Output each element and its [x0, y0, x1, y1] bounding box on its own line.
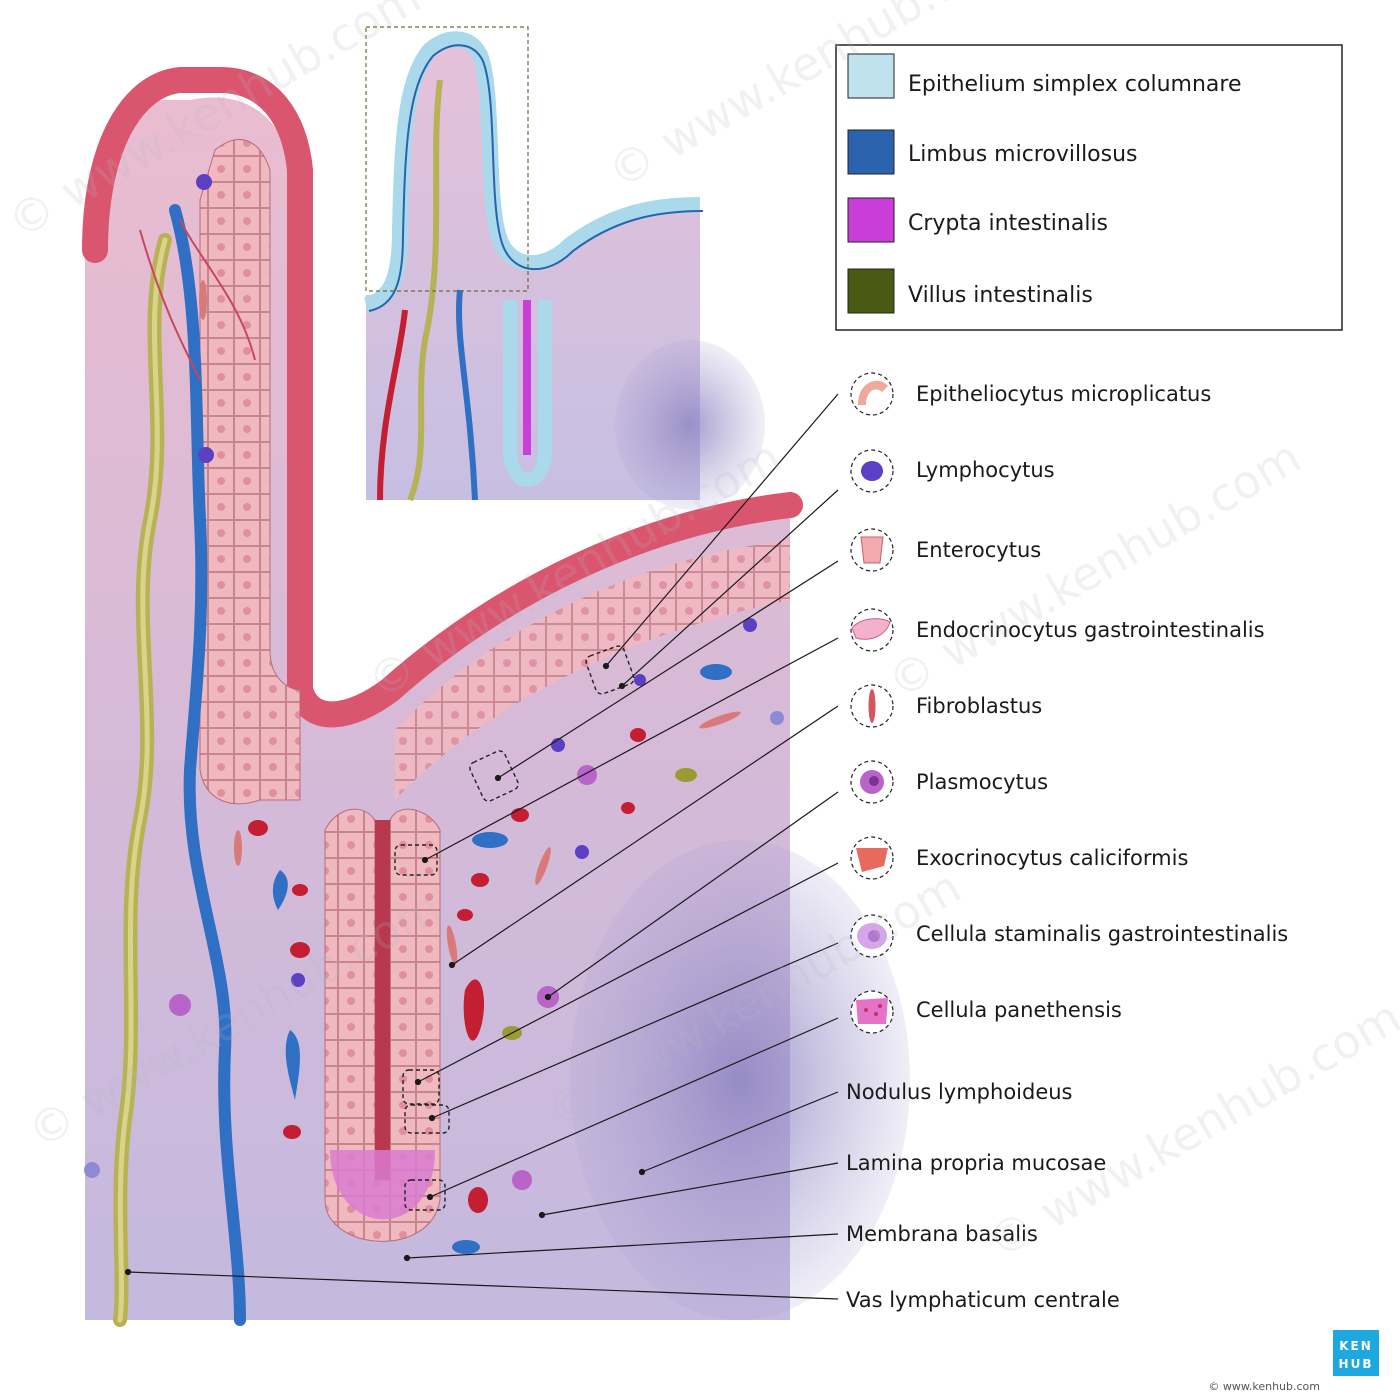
leader-line — [424, 637, 839, 861]
cell-label: Fibroblastus — [916, 694, 1042, 718]
cell-label: Cellula staminalis gastrointestinalis — [916, 922, 1288, 946]
crypt-lumen — [375, 820, 390, 1180]
legend-label: Epithelium simplex columnare — [908, 72, 1241, 97]
inset-epithelium — [363, 31, 701, 313]
leader-line — [497, 560, 839, 779]
lymphoid-nodule — [570, 840, 910, 1320]
structure-label-central-lacteal: Vas lymphaticum centrale — [846, 1288, 1120, 1312]
surface-epithelium — [395, 540, 790, 800]
logo-line-1: KEN — [1339, 1339, 1373, 1353]
vein — [169, 204, 246, 1326]
legend: Epithelium simplex columnare Limbus micr… — [835, 44, 1343, 331]
inset-vein — [455, 289, 478, 501]
leader-lines — [124, 393, 839, 1300]
leader-line — [641, 1091, 839, 1173]
leader-line — [541, 1162, 839, 1216]
leader-line — [127, 1271, 839, 1300]
microfold-cell-icon — [858, 380, 888, 405]
arteriole — [139, 219, 256, 381]
leader-line — [605, 393, 839, 667]
goblet-cell-icon — [856, 848, 888, 872]
leader-line — [621, 489, 839, 687]
leader-line — [417, 862, 839, 1083]
legend-label: Villus intestinalis — [908, 283, 1093, 308]
legend-item-crypt: Crypta intestinalis — [847, 197, 1108, 243]
cell-label: Enterocytus — [916, 538, 1041, 562]
cell-key-item-plasma-cell: Plasmocytus — [850, 760, 1048, 804]
leader-line — [431, 942, 839, 1119]
lymphocyte-icon — [861, 461, 883, 481]
legend-frame — [835, 44, 1343, 331]
cell-key: Epitheliocytus microplicatus Lymphocytus… — [850, 372, 1288, 1034]
cell-key-item-paneth-cell: Cellula panethensis — [850, 990, 1122, 1034]
crypt-base-paneth — [330, 1150, 435, 1220]
cell-key-item-enterocyte: Enterocytus — [850, 528, 1041, 572]
overview-inset — [363, 26, 765, 510]
inset-lacteal — [407, 79, 443, 502]
legend-label: Limbus microvillosus — [908, 142, 1138, 167]
inset-crypt — [503, 300, 552, 487]
cell-label: Exocrinocytus caliciformis — [916, 846, 1188, 870]
cell-key-item-lymphocyte: Lymphocytus — [850, 449, 1055, 493]
fibroblast-icon — [868, 689, 876, 723]
villus-brush-border — [82, 67, 803, 728]
cell-label: Cellula panethensis — [916, 998, 1122, 1022]
cell-label: Epitheliocytus microplicatus — [916, 382, 1211, 406]
cell-key-item-endocrine: Endocrinocytus gastrointestinalis — [850, 608, 1265, 652]
kenhub-logo: KEN HUB — [1333, 1330, 1379, 1376]
enterocyte-icon — [860, 536, 884, 564]
cell-label: Lymphocytus — [916, 458, 1055, 482]
watermark-text: © www.kenhub.com — [979, 989, 1400, 1269]
inset-focus-box — [365, 26, 529, 292]
structure-label-lamina-propria: Lamina propria mucosae — [846, 1151, 1106, 1175]
legend-item-microvillous-border: Limbus microvillosus — [847, 129, 1138, 175]
structure-label-lymphoid-nodule: Nodulus lymphoideus — [846, 1080, 1073, 1104]
cell-key-item-microfold: Epitheliocytus microplicatus — [850, 372, 1211, 416]
legend-item-villus: Villus intestinalis — [847, 268, 1093, 314]
paneth-cell-icon — [856, 998, 888, 1024]
credit-text: © www.kenhub.com — [1208, 1380, 1320, 1393]
cell-label: Endocrinocytus gastrointestinalis — [916, 618, 1265, 642]
callout-boxes — [394, 645, 635, 1211]
structure-labels: Nodulus lymphoideus Lamina propria mucos… — [846, 1080, 1120, 1312]
leader-line — [547, 791, 839, 998]
logo-line-2: HUB — [1339, 1357, 1374, 1371]
inset-artery — [377, 309, 408, 501]
leader-line — [429, 1017, 839, 1198]
cell-key-item-stem-cell: Cellula staminalis gastrointestinalis — [850, 914, 1288, 958]
cell-label: Plasmocytus — [916, 770, 1048, 794]
legend-label: Crypta intestinalis — [908, 211, 1108, 236]
leader-line — [406, 1233, 839, 1259]
main-villus-illustration — [82, 67, 910, 1327]
inset-tissue — [366, 45, 700, 500]
endocrine-cell-icon — [851, 618, 891, 640]
cell-key-item-goblet-cell: Exocrinocytus caliciformis — [850, 836, 1188, 880]
legend-item-epithelium: Epithelium simplex columnare — [847, 53, 1241, 99]
lamina-cells — [84, 174, 784, 1254]
structure-label-basement-membrane: Membrana basalis — [846, 1222, 1038, 1246]
cell-key-item-fibroblast: Fibroblastus — [850, 684, 1042, 728]
leader-line — [451, 705, 839, 966]
villus-epithelium — [199, 139, 301, 805]
